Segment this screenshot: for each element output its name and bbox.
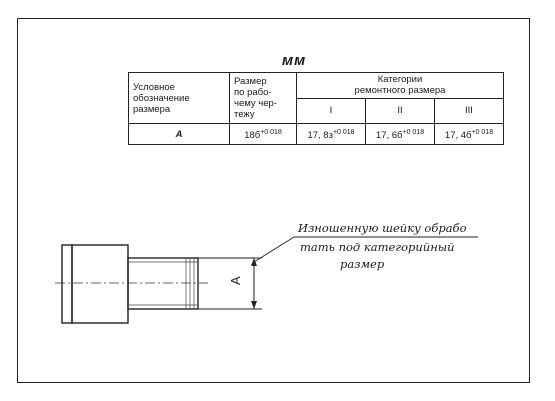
note-line-2: тать под категорийный [300, 240, 455, 254]
shaft-collar [61, 244, 73, 324]
header-line: обозначение [133, 92, 190, 104]
header-line: размера [133, 103, 171, 115]
tolerance-value: +0 018 [402, 128, 425, 136]
dimension-label: А [228, 276, 243, 285]
header-line: Условное [133, 81, 175, 93]
tolerance-value: +0 018 [260, 128, 282, 136]
note-line-1: Изношенную шейку обрабо [298, 221, 467, 235]
category-i-cell: 17, 8з+0 018 [296, 123, 366, 145]
size-value: 17, 6б [375, 130, 403, 142]
header-line: Категории [377, 74, 423, 86]
leader-line [253, 236, 295, 263]
nominal-size-cell: 18б+0 018 [229, 123, 297, 145]
header-line: чему чер- [234, 98, 277, 109]
category-iii-cell: 17, 4б+0 018 [434, 123, 504, 145]
size-value: 17, 8з [307, 130, 333, 142]
shaft-journal [127, 257, 199, 310]
repair-size-table: Условное обозначение размера Размер по р… [128, 72, 504, 145]
header-line: ремонтного размера [354, 85, 446, 97]
category-i-header: I [296, 97, 366, 124]
header-line: тежу [234, 109, 255, 120]
size-value: 17, 4б [444, 130, 472, 142]
tolerance-value: +0 018 [471, 128, 494, 136]
table-row: А 18б+0 018 17, 8з+0 018 17, 6б+0 018 17… [128, 123, 504, 145]
designation-header: Условное обозначение размера [128, 72, 230, 124]
header-line: Размер [234, 76, 267, 87]
arrow-down-icon [251, 301, 257, 309]
journal-hatching [128, 258, 198, 309]
header-line: по рабо- [234, 87, 272, 98]
category-ii-cell: 17, 6б+0 018 [365, 123, 435, 145]
shaft-head [71, 244, 129, 324]
nominal-size-header: Размер по рабо- чему чер- тежу [229, 72, 297, 124]
category-iii-header: III [434, 97, 504, 124]
units-label: мм [282, 52, 307, 69]
note-line-3: размер [340, 257, 385, 271]
tolerance-value: +0 018 [332, 128, 355, 136]
size-value: 18б [244, 130, 261, 142]
drawing-frame [17, 18, 530, 383]
